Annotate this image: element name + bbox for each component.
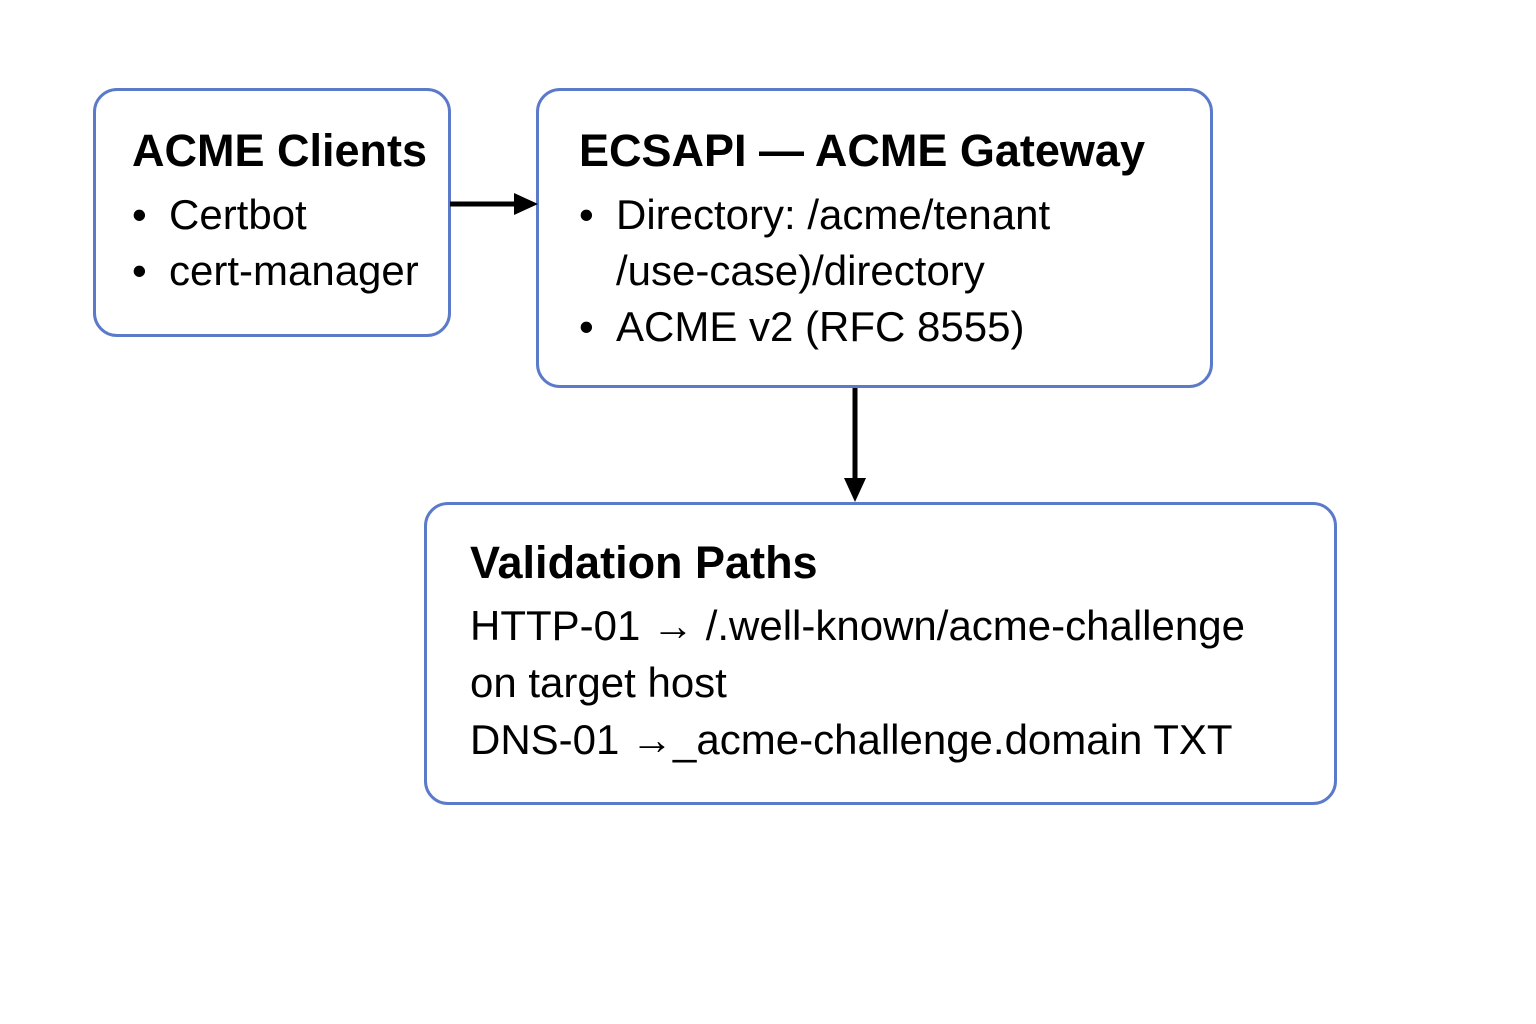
bullet-text: Certbot	[169, 191, 307, 238]
node-acme-gateway: ECSAPI — ACME Gateway • Directory: /acme…	[536, 88, 1213, 388]
path-line-http-01: HTTP-01 → /.well-known/acme-challenge on…	[470, 602, 1245, 706]
node-title-acme-gateway: ECSAPI — ACME Gateway	[579, 125, 1145, 176]
bullet-item-acme-v2: • ACME v2 (RFC 8555)	[579, 299, 1192, 355]
acme-gateway-bullet-list: • Directory: /acme/tenant /use-case)/dir…	[579, 187, 1192, 355]
bullet-text: cert-manager	[169, 247, 419, 294]
path-line-dns-01: DNS-01 →_acme-challenge.domain TXT	[470, 716, 1233, 763]
bullet-text: ACME v2 (RFC 8555)	[616, 303, 1025, 350]
node-title-validation-paths: Validation Paths	[470, 537, 818, 588]
bullet-dot: •	[579, 191, 594, 238]
bullet-dot: •	[132, 247, 147, 294]
arrow-clients-to-gateway-icon	[450, 193, 538, 215]
bullet-dot: •	[579, 303, 594, 350]
bullet-item-directory: • Directory: /acme/tenant /use-case)/dir…	[579, 187, 1192, 299]
node-title-acme-clients: ACME Clients	[132, 125, 428, 176]
node-validation-paths: Validation Paths HTTP-01 → /.well-known/…	[424, 502, 1337, 805]
bullet-item-certbot: • Certbot	[132, 187, 430, 243]
acme-clients-bullet-list: • Certbot • cert-manager	[132, 187, 430, 299]
bullet-text: Directory: /acme/tenant /use-case)/direc…	[616, 191, 1051, 294]
validation-paths-lines: HTTP-01 → /.well-known/acme-challenge on…	[470, 597, 1312, 768]
bullet-item-cert-manager: • cert-manager	[132, 243, 430, 299]
node-acme-clients: ACME Clients • Certbot • cert-manager	[93, 88, 451, 337]
bullet-dot: •	[132, 191, 147, 238]
arrow-gateway-to-validation-icon	[844, 388, 866, 502]
